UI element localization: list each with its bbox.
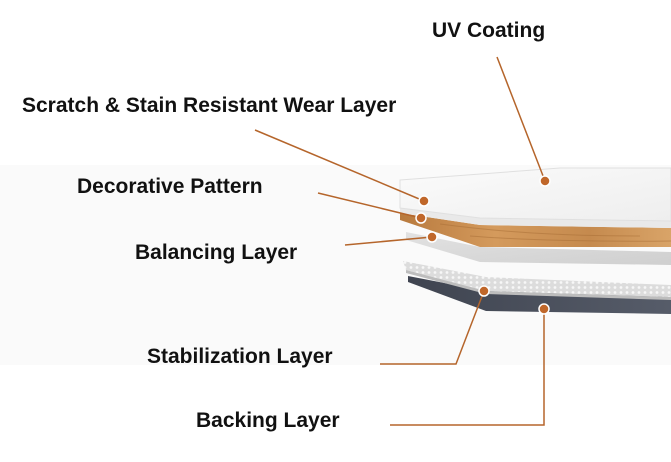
leader-uv <box>496 56 546 182</box>
marker-stabilization <box>478 285 490 297</box>
wood-grain <box>439 223 671 242</box>
label-uv-coating: UV Coating <box>432 19 546 42</box>
wear-layer-shape <box>400 208 671 228</box>
leader-decorative <box>317 192 422 219</box>
leader-wear <box>254 129 425 202</box>
marker-wear <box>418 195 430 207</box>
label-wear-layer: Scratch & Stain Resistant Wear Layer <box>22 94 397 117</box>
uv-coating-shape <box>399 167 671 222</box>
balancing-layer-shape <box>406 232 671 265</box>
stabilization-layer-shape <box>403 261 671 297</box>
label-decorative-pattern: Decorative Pattern <box>77 175 263 198</box>
marker-uv <box>539 175 551 187</box>
label-balancing-layer: Balancing Layer <box>135 241 298 264</box>
label-backing-layer: Backing Layer <box>196 409 340 432</box>
label-stabilization-layer: Stabilization Layer <box>147 345 333 368</box>
marker-balancing <box>426 231 438 243</box>
marker-decorative <box>415 212 427 224</box>
stabilization-layer-edge <box>406 270 671 300</box>
decorative-layer-shape <box>400 213 671 247</box>
leader-stabilization <box>380 290 485 365</box>
marker-backing <box>538 303 550 315</box>
leader-lines <box>254 56 546 426</box>
markers <box>415 175 551 315</box>
leader-backing <box>390 309 545 426</box>
leader-balancing <box>344 236 433 246</box>
